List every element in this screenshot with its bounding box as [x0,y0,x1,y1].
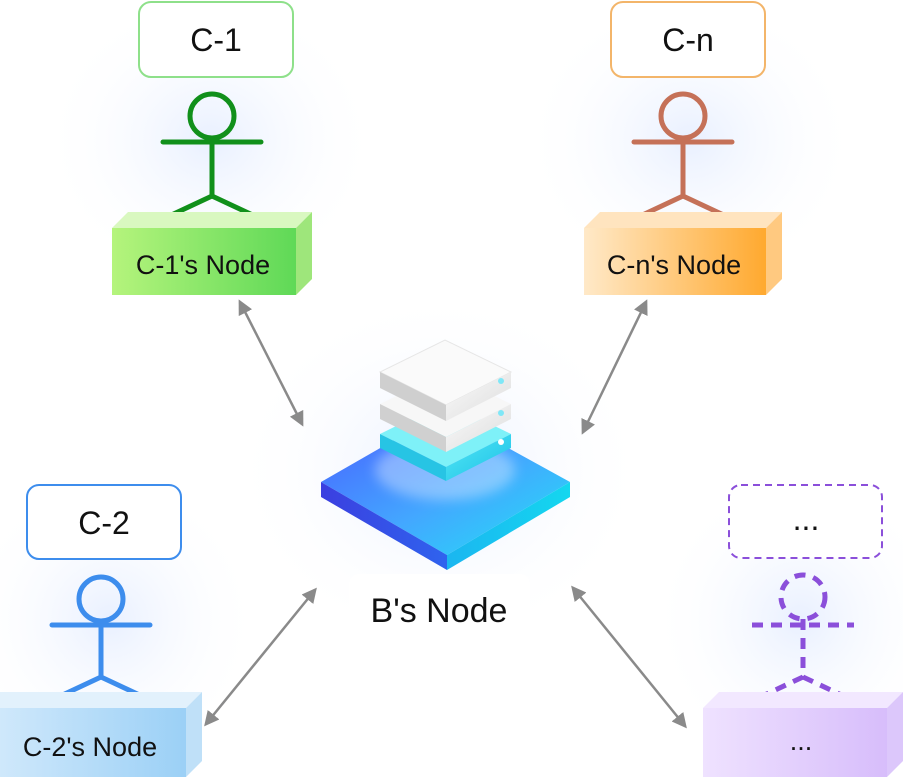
center-label-box [349,574,530,646]
client-c1: C-1 C-1's Node [112,1,312,295]
c2-name-box [26,484,182,560]
etc-node-label: ... [790,726,813,756]
cn-node-label: C-n's Node [607,250,741,280]
c1-name: C-1 [190,22,242,58]
arrow-c2-b [204,587,317,727]
cn-node-block [584,212,782,295]
c1-node-label: C-1's Node [136,250,270,280]
c2-name: C-2 [78,505,130,541]
c1-node-block [112,212,312,295]
cn-name-box [610,1,766,78]
center-server: B's Node [321,339,570,646]
connection-arrows [204,299,687,729]
etc-node-block [703,692,903,777]
client-etc: ... ... [703,484,903,777]
c2-node-block [0,692,202,777]
client-cn: C-n C-n's Node [584,1,782,295]
arrow-c1-b [238,299,304,427]
arrow-cn-b [581,299,648,435]
cn-name: C-n [662,22,714,58]
etc-name-box [728,484,883,559]
client-c2: C-2 C-2's Node [0,484,202,777]
center-label: B's Node [371,592,508,630]
etc-name: ... [793,501,820,537]
arrow-etc-b [571,585,687,729]
c2-node-label: C-2's Node [23,732,157,762]
server-unit-top [378,339,513,421]
c1-name-box [138,1,294,78]
